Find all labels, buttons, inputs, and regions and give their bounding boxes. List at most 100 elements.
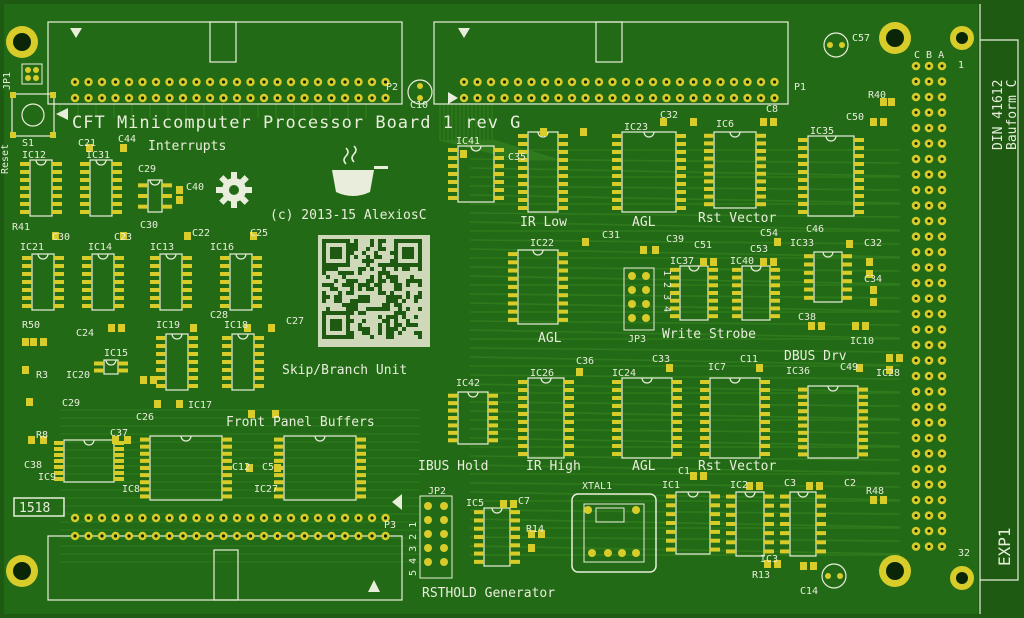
refdes-label: C40 [186, 182, 204, 193]
refdes-label: C34 [864, 274, 882, 285]
refdes-label: IC35 [810, 126, 834, 137]
refdes-label: R3 [36, 370, 48, 381]
refdes-label: C46 [806, 224, 824, 235]
refdes-label: C50 [846, 112, 864, 123]
refdes-label: IC10 [850, 336, 874, 347]
refdes-label: IC27 [254, 484, 278, 495]
refdes-label: C53 [750, 244, 768, 255]
jp2-label: JP2 [428, 486, 446, 497]
refdes-label: IC37 [670, 256, 694, 267]
refdes-label: IC28 [876, 368, 900, 379]
refdes-label: IC23 [624, 122, 648, 133]
refdes-label: IC14 [88, 242, 112, 253]
board-id: 1518 [19, 501, 50, 516]
p1-label: P1 [794, 82, 806, 93]
ic-footprints [20, 131, 868, 567]
label-agl-top: AGL [632, 215, 656, 230]
qr-code [318, 235, 430, 347]
refdes-label: C29 [138, 164, 156, 175]
refdes-label: IC24 [612, 368, 636, 379]
refdes-label: IC18 [224, 320, 248, 331]
gear-icon [216, 172, 252, 208]
refdes-label: C30 [140, 220, 158, 231]
refdes-label: C32 [864, 238, 882, 249]
refdes-label: C49 [840, 362, 858, 373]
label-interrupts: Interrupts [148, 139, 226, 154]
refdes-label: C14 [800, 586, 818, 597]
refdes-label: C37 [110, 428, 128, 439]
header-pins [70, 77, 779, 566]
jp2-pin-numbers: 5 4 3 2 1 [408, 522, 419, 576]
refdes-label: IC1 [662, 480, 680, 491]
jumper-blocks [419, 267, 655, 579]
refdes-label: C51 [694, 240, 712, 251]
connector-row-labels: C B A [914, 50, 944, 61]
refdes-label: C29 [62, 398, 80, 409]
reset-label: Reset [0, 144, 11, 174]
xtal-label: XTAL1 [582, 481, 612, 492]
refdes-label: IC5 [466, 498, 484, 509]
p2-label: P2 [386, 82, 398, 93]
jp1-label: JP1 [2, 72, 13, 90]
label-ir-low: IR Low [520, 215, 567, 230]
label-rst-vector-bottom: Rst Vector [698, 459, 776, 474]
jp3-label: JP3 [628, 334, 646, 345]
refdes-label: IC17 [188, 400, 212, 411]
refdes-label: C26 [136, 412, 154, 423]
refdes-label: C38 [24, 460, 42, 471]
refdes-label: C27 [286, 316, 304, 327]
reset-switch [10, 63, 56, 138]
refdes-label: C24 [76, 328, 94, 339]
refdes-label: C2 [844, 478, 856, 489]
p3-label: P3 [384, 520, 396, 531]
refdes-label: R14 [526, 524, 544, 535]
refdes-label: IC16 [210, 242, 234, 253]
reference-designators: IC12C21IC31C44C29C40C30R41IC21C30IC14C23… [12, 33, 900, 597]
refdes-label: C44 [118, 134, 136, 145]
refdes-label: C12 [232, 462, 250, 473]
refdes-label: C11 [740, 354, 758, 365]
refdes-label: C36 [576, 356, 594, 367]
refdes-label: C30 [52, 232, 70, 243]
refdes-label: IC40 [730, 256, 754, 267]
refdes-label: IC2 [730, 480, 748, 491]
connector-name: EXP1 [995, 527, 1014, 566]
refdes-label: C25 [250, 228, 268, 239]
mounting-holes [6, 22, 974, 590]
label-agl-bottom: AGL [632, 459, 656, 474]
jp3-pin-numbers: 1 2 3 4 [661, 270, 672, 312]
refdes-label: C35 [508, 152, 526, 163]
connector-spec-1: DIN 41612 [991, 80, 1006, 150]
copyright-text: (c) 2013-15 AlexiosC [270, 208, 427, 223]
refdes-label: C39 [666, 234, 684, 245]
refdes-label: IC20 [66, 370, 90, 381]
label-dbus-drv: DBUS Drv [784, 349, 847, 364]
refdes-label: C3 [784, 478, 796, 489]
refdes-label: R8 [36, 430, 48, 441]
refdes-label: C10 [410, 100, 428, 111]
refdes-label: C33 [652, 354, 670, 365]
refdes-label: IC21 [20, 242, 44, 253]
connector-spec-2: Bauform C [1005, 80, 1020, 150]
refdes-label: C28 [210, 310, 228, 321]
refdes-label: IC26 [530, 368, 554, 379]
refdes-label: C21 [78, 138, 96, 149]
refdes-label: IC7 [708, 362, 726, 373]
refdes-label: C22 [192, 228, 210, 239]
label-rst-vector-top: Rst Vector [698, 211, 776, 226]
refdes-label: IC13 [150, 242, 174, 253]
refdes-label: R50 [22, 320, 40, 331]
refdes-label: C31 [602, 230, 620, 241]
refdes-label: IC31 [86, 150, 110, 161]
label-rsthold: RSTHOLD Generator [422, 586, 555, 601]
refdes-label: IC12 [22, 150, 46, 161]
refdes-label: C1 [678, 466, 690, 477]
refdes-label: IC22 [530, 238, 554, 249]
refdes-label: C23 [114, 232, 132, 243]
refdes-label: IC36 [786, 366, 810, 377]
s1-label: S1 [22, 138, 34, 149]
electrolytic-caps [407, 32, 849, 589]
board-title: CFT Minicomputer Processor Board 1 rev G [72, 113, 521, 133]
connector-pin-last: 32 [958, 548, 970, 559]
